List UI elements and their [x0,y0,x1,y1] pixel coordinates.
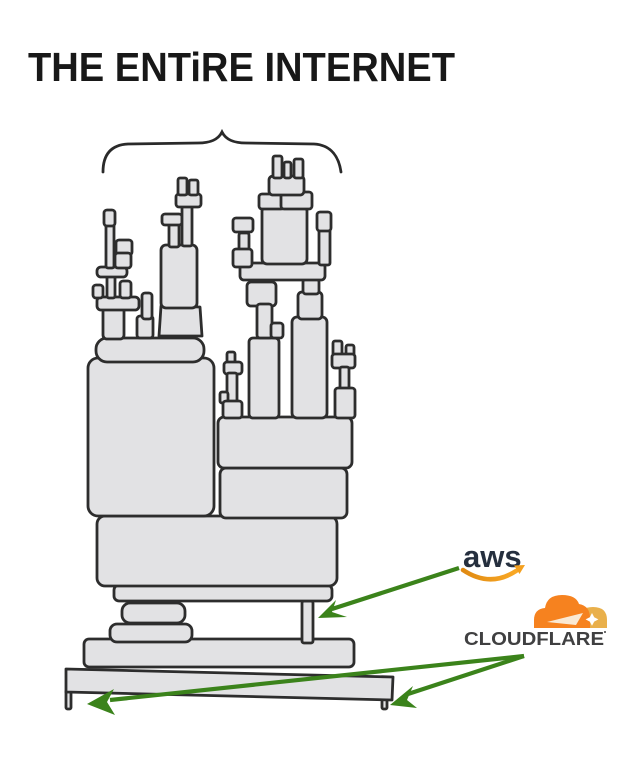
svg-text:aws: aws [463,539,522,574]
svg-text:THE ENTiRE INTERNET: THE ENTiRE INTERNET [28,44,455,90]
svg-text:CLOUDFLARE: CLOUDFLARE [464,628,604,649]
